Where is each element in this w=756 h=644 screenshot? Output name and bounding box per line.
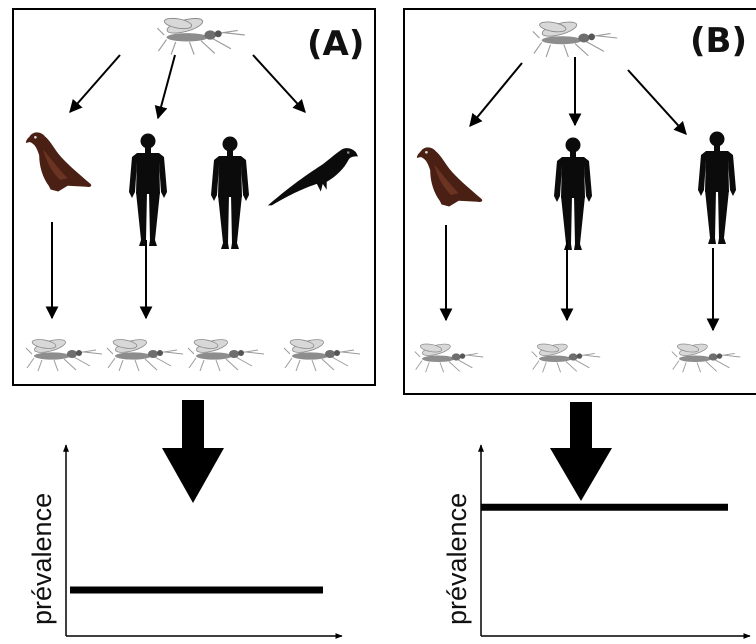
result-arrow-icon — [162, 400, 224, 503]
y-axis-label: prévalence — [27, 493, 57, 625]
prevalence-plot-b: prévalence — [442, 444, 751, 639]
arrow-icon — [252, 54, 306, 113]
y-axis-label: prévalence — [442, 493, 472, 625]
arrow-icon — [154, 54, 176, 120]
arrow-icon — [627, 69, 687, 135]
panel-b: (B) prévalence — [403, 8, 756, 639]
result-arrow-icon — [550, 402, 612, 501]
arrow-icon — [469, 62, 523, 128]
prevalence-plot-a: prévalence — [27, 444, 343, 639]
panel-a: (A) prévalence — [12, 8, 376, 639]
arrow-icon — [69, 54, 121, 113]
panel-a-frame — [12, 8, 376, 386]
panel-b-label: (B) — [690, 21, 747, 61]
panel-a-label: (A) — [307, 24, 364, 64]
